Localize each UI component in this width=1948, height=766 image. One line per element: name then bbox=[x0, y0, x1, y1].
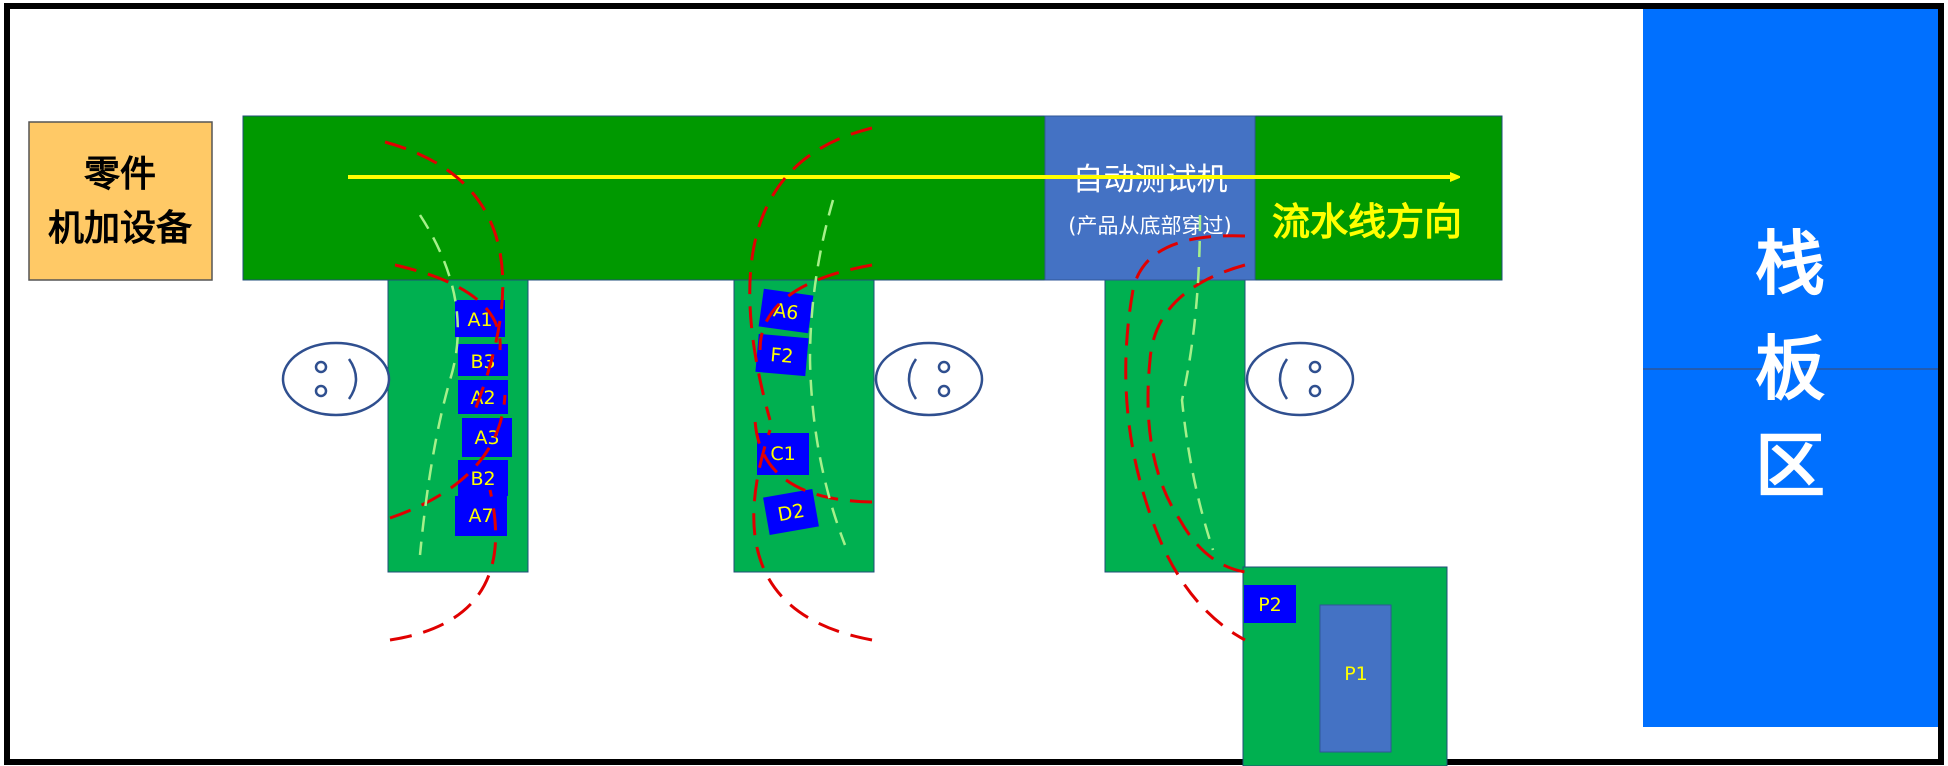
pallet-char-2: 板 bbox=[1755, 328, 1825, 410]
svg-text:B2: B2 bbox=[470, 468, 495, 490]
svg-text:P2: P2 bbox=[1258, 594, 1282, 616]
part-tag-large: P1 bbox=[1319, 604, 1392, 753]
auto-tester-title: 自动测试机 bbox=[1073, 162, 1228, 198]
svg-text:A7: A7 bbox=[468, 505, 493, 527]
part-tag: F2 bbox=[755, 333, 809, 377]
part-tag: A2 bbox=[458, 380, 508, 414]
svg-text:D2: D2 bbox=[776, 500, 806, 526]
svg-text:P1: P1 bbox=[1344, 663, 1368, 685]
pallet-char-1: 栈 bbox=[1755, 223, 1825, 305]
svg-text:C1: C1 bbox=[770, 443, 795, 465]
machining-line1: 零件 bbox=[84, 154, 156, 195]
auto-tester-box: 自动测试机 (产品从底部穿过) bbox=[1044, 115, 1256, 281]
reach-zone-green bbox=[418, 199, 1215, 556]
auto-tester-note: (产品从底部穿过) bbox=[1068, 214, 1231, 238]
operator-face-2 bbox=[874, 341, 984, 417]
reach-zone-red bbox=[384, 126, 1246, 642]
svg-text:A1: A1 bbox=[467, 309, 492, 331]
part-tag-small: P2 bbox=[1244, 585, 1296, 623]
part-tag: A6 bbox=[758, 288, 814, 334]
operator-face-3 bbox=[1245, 341, 1355, 417]
station-2-parts: A6 F2 C1 D2 bbox=[755, 288, 819, 536]
svg-text:A6: A6 bbox=[772, 299, 800, 324]
station-3 bbox=[1104, 279, 1246, 573]
part-tag: B2 bbox=[458, 460, 508, 496]
pallet-area: 栈 板 区 bbox=[1643, 9, 1938, 727]
part-tag: C1 bbox=[757, 433, 809, 475]
station-1-parts: A1 B3 A2 A3 B2 A7 bbox=[455, 300, 512, 536]
machining-equipment-box: 零件 机加设备 bbox=[28, 121, 213, 281]
part-tag: A1 bbox=[455, 300, 505, 337]
flow-direction-label: 流水线方向 bbox=[1272, 200, 1462, 244]
machining-line2: 机加设备 bbox=[48, 208, 193, 249]
svg-text:A3: A3 bbox=[474, 427, 499, 449]
svg-text:F2: F2 bbox=[769, 344, 794, 368]
part-tag: B3 bbox=[458, 344, 508, 376]
outer-frame bbox=[4, 3, 1944, 765]
part-tag: A7 bbox=[455, 496, 507, 536]
operator-face-1 bbox=[281, 341, 391, 417]
pallet-char-3: 区 bbox=[1755, 425, 1825, 507]
main-conveyor bbox=[242, 115, 1503, 281]
part-tag: D2 bbox=[763, 488, 819, 536]
